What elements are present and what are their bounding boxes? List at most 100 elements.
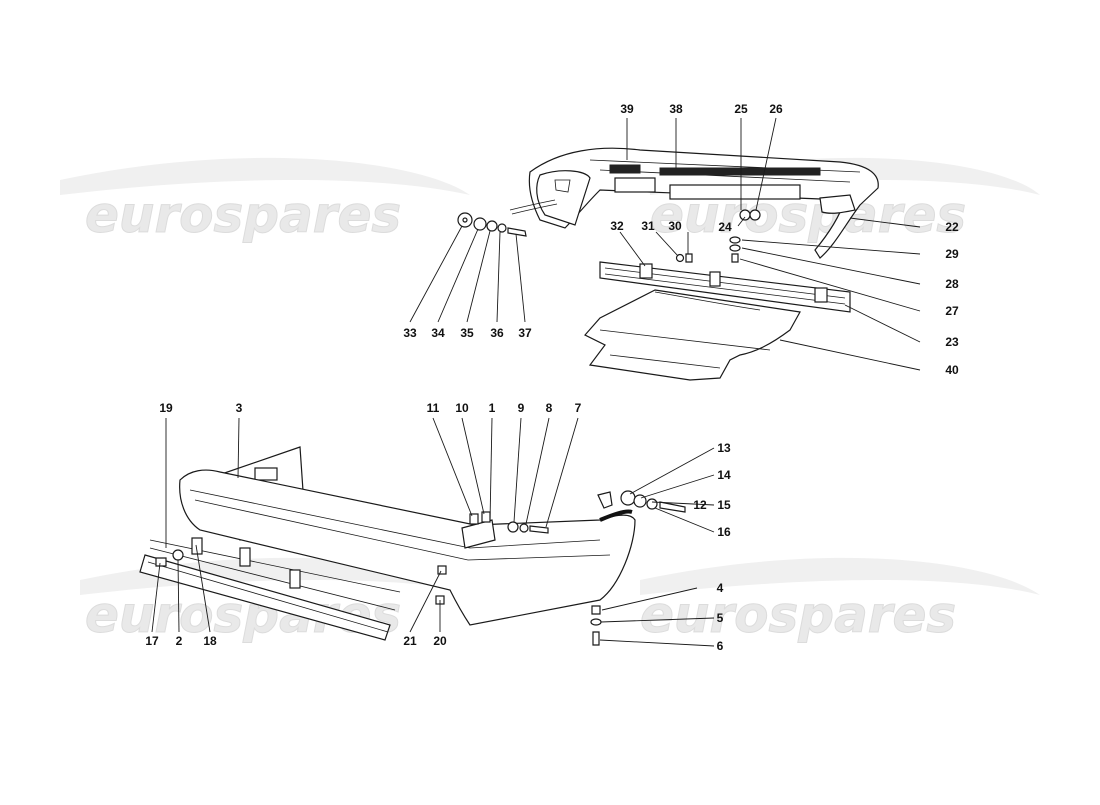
callout-37: 37	[518, 326, 532, 340]
leader-lines	[151, 117, 921, 647]
rear-bumper-shell	[528, 147, 879, 259]
nut-4	[591, 605, 601, 615]
callout-19: 19	[159, 401, 173, 415]
grille-clip	[814, 287, 828, 303]
front-bumper-shell	[179, 469, 636, 626]
callout-31: 31	[641, 219, 655, 233]
callout-6: 6	[717, 639, 724, 653]
bumper-right-mount	[819, 194, 856, 214]
callout-25: 25	[734, 102, 748, 116]
leader-14	[640, 474, 715, 499]
callout-labels: 39 38 25 26 22 24 32 31 30 29 28 27 23 4…	[145, 102, 959, 653]
leader-26	[755, 117, 777, 211]
callout-33: 33	[403, 326, 417, 340]
leader-8	[525, 417, 550, 525]
callout-8: 8	[546, 401, 553, 415]
leader-37	[515, 233, 526, 323]
leader-13	[629, 447, 715, 495]
leader-4	[601, 587, 698, 611]
bolt-37	[507, 227, 527, 237]
callout-24: 24	[718, 220, 732, 234]
washer-28	[729, 244, 741, 252]
callout-12: 12	[693, 498, 707, 512]
callout-9: 9	[518, 401, 525, 415]
watermark-swoosh	[640, 557, 1040, 595]
washer-33-hole	[462, 217, 468, 223]
bumper-rubber-strip-39	[609, 164, 641, 174]
leader-18	[195, 544, 211, 633]
callout-2: 2	[176, 634, 183, 648]
grille-clip	[709, 271, 721, 287]
callout-32: 32	[610, 219, 624, 233]
end-cap-recess	[554, 179, 571, 193]
washer-34	[473, 217, 487, 231]
washer-36	[497, 223, 507, 233]
callout-7: 7	[575, 401, 582, 415]
bumper-corner-lines	[467, 539, 611, 561]
callout-14: 14	[717, 468, 731, 482]
callout-22: 22	[945, 220, 959, 234]
bumper-cable	[509, 199, 556, 211]
washer-9	[507, 521, 519, 533]
rear-grille-23	[599, 261, 851, 313]
bumper-cable-2	[511, 203, 558, 215]
spacer-10	[481, 511, 491, 523]
callout-35: 35	[460, 326, 474, 340]
fastener-set-27-31	[675, 236, 741, 263]
under-tray-texture	[654, 291, 761, 311]
under-tray-panel	[584, 289, 801, 381]
leader-40	[779, 339, 921, 371]
callout-10: 10	[455, 401, 469, 415]
clip-21	[437, 565, 447, 575]
callout-16: 16	[717, 525, 731, 539]
watermark-text-bottom-right: eurospares	[640, 586, 956, 644]
callout-26: 26	[769, 102, 783, 116]
leader-36	[496, 231, 501, 323]
washer-14	[620, 490, 636, 506]
bolt-7	[529, 525, 549, 534]
mounting-bracket-1	[461, 519, 496, 549]
leader-31	[655, 231, 679, 257]
callout-1: 1	[489, 401, 496, 415]
callout-36: 36	[490, 326, 504, 340]
callout-18: 18	[203, 634, 217, 648]
callout-38: 38	[669, 102, 683, 116]
leader-29	[741, 239, 921, 255]
nut-25	[739, 209, 751, 221]
bumper-edge-strip	[599, 509, 633, 522]
callout-29: 29	[945, 247, 959, 261]
leader-5	[600, 617, 715, 623]
grille-clip-32	[639, 263, 653, 279]
leader-9	[513, 417, 522, 523]
bolt-27	[731, 253, 739, 263]
bolt-12	[659, 501, 686, 513]
leader-10	[461, 417, 485, 515]
watermark-text-top-left: eurospares	[85, 186, 401, 244]
grille-mount	[289, 569, 301, 589]
callout-21: 21	[403, 634, 417, 648]
leader-23	[844, 304, 921, 343]
leader-34	[437, 228, 479, 323]
callout-3: 3	[236, 401, 243, 415]
inner-panel-bracket	[254, 467, 278, 481]
callout-39: 39	[620, 102, 634, 116]
leader-28	[741, 247, 921, 285]
bracket-13	[597, 491, 613, 509]
bumper-inner-reinforcement	[669, 184, 801, 200]
leader-27	[739, 258, 921, 312]
bumper-rub-lines	[189, 489, 471, 561]
bolt-30	[685, 253, 693, 263]
callout-27: 27	[945, 304, 959, 318]
leader-1	[489, 417, 493, 523]
lower-bumper-assembly	[139, 446, 686, 646]
washer-26	[749, 209, 761, 221]
leader-16	[654, 507, 715, 533]
callout-4: 4	[717, 581, 724, 595]
watermark-swoosh	[60, 157, 470, 195]
washer-8	[519, 523, 529, 533]
washer-29	[729, 236, 741, 244]
grille-bars	[147, 547, 396, 633]
bumper-left-end-cap	[536, 170, 591, 226]
screw-17	[155, 557, 167, 567]
washer-35	[486, 220, 498, 232]
